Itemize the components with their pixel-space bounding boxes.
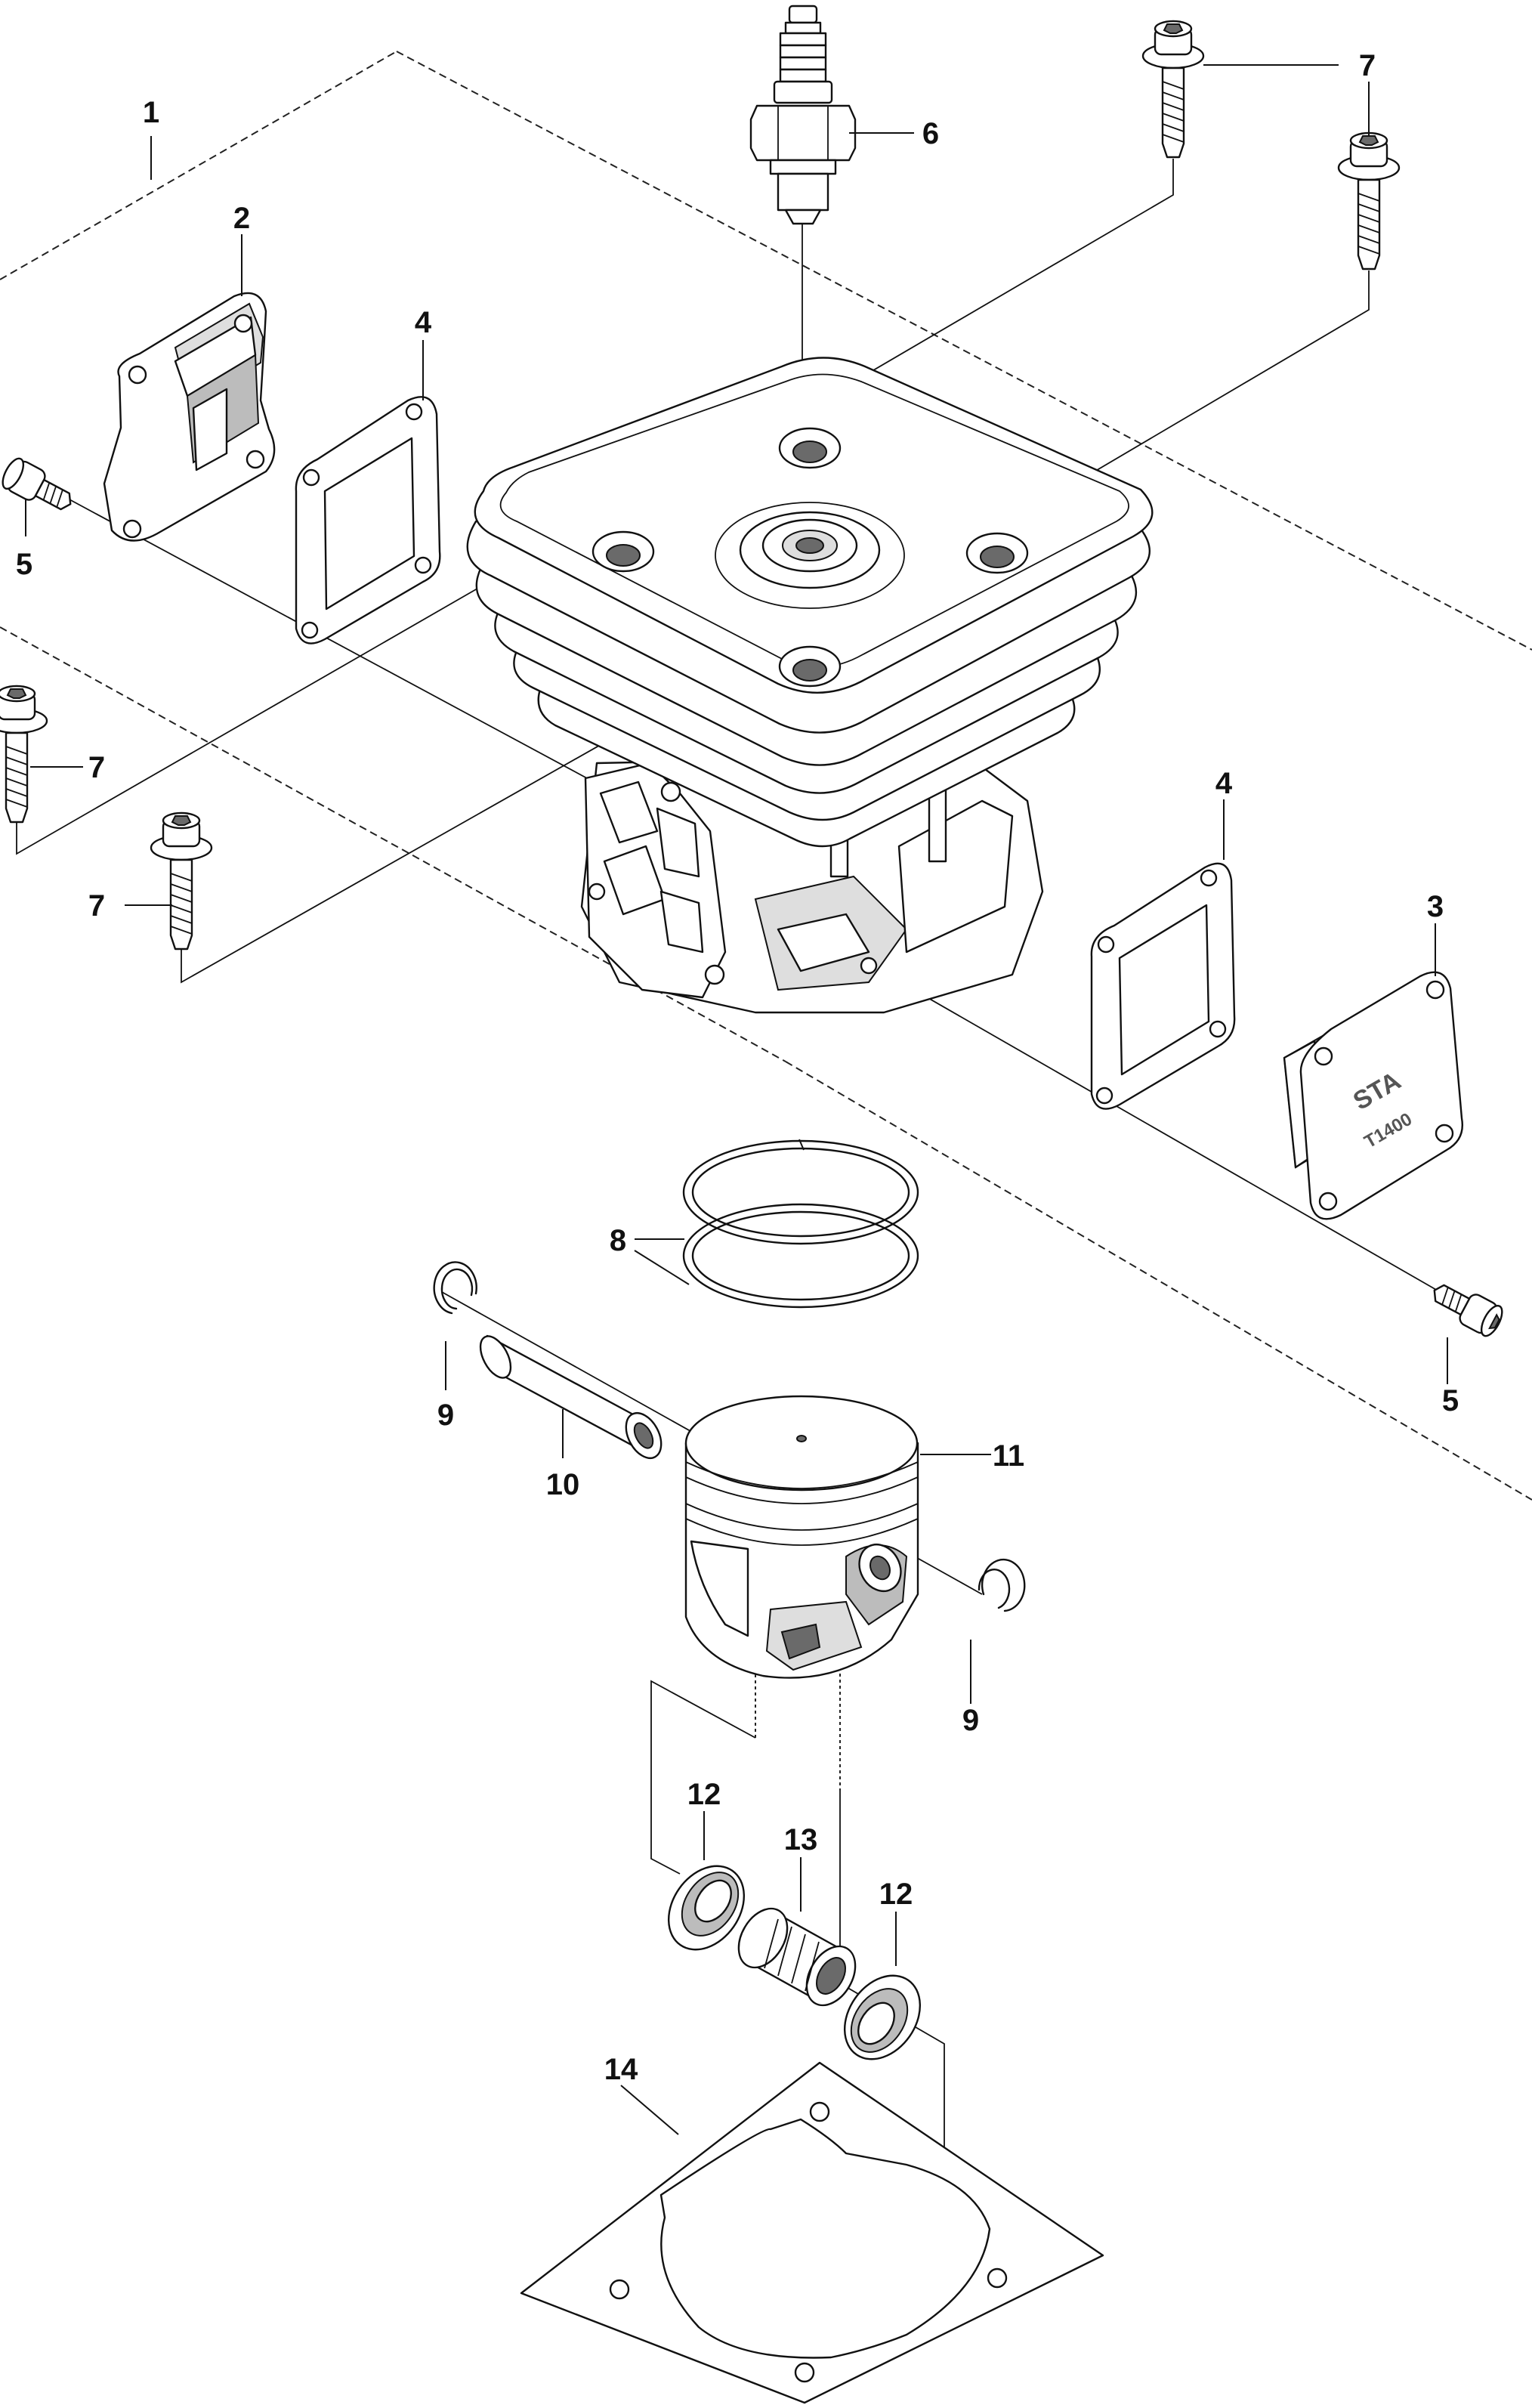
- circlip-left: [433, 1261, 477, 1315]
- callout-4-exhaust: 4: [1215, 767, 1233, 800]
- leader-lines: [25, 64, 1448, 2135]
- short-screw-exhaust: [1433, 1284, 1503, 1337]
- circlip-right: [978, 1558, 1026, 1612]
- callout-5-exhaust: 5: [1442, 1384, 1459, 1417]
- callout-8: 8: [610, 1224, 626, 1257]
- torx-screw-top-center: [1141, 20, 1205, 159]
- callout-10: 10: [546, 1468, 580, 1501]
- torx-screw-top-right: [1337, 131, 1401, 270]
- exhaust-cover: STA T1400: [1283, 971, 1463, 1220]
- piston: [684, 1395, 919, 1679]
- assembly-boundary: [0, 51, 1532, 1501]
- callout-6: 6: [922, 117, 939, 150]
- callout-13: 13: [784, 1823, 818, 1856]
- callout-14: 14: [604, 2053, 638, 2086]
- needle-bearing: [737, 1907, 857, 2007]
- callout-5-intake: 5: [16, 548, 32, 581]
- short-screw-intake: [2, 457, 72, 511]
- callout-7-top-center: 7: [1359, 49, 1376, 82]
- piston-pin: [479, 1334, 663, 1459]
- exhaust-gasket: [1090, 862, 1236, 1110]
- callout-7-left-upper: 7: [88, 751, 105, 784]
- callout-7-left-lower: 7: [88, 889, 105, 923]
- callout-9-right: 9: [962, 1704, 979, 1737]
- intake-cover: [103, 292, 276, 542]
- piston-rings: [682, 1139, 919, 1309]
- callout-4-intake: 4: [415, 306, 432, 339]
- callout-12-lower: 12: [879, 1878, 913, 1911]
- callout-2: 2: [233, 202, 250, 235]
- spark-plug: [749, 5, 857, 225]
- thrust-washer-upper: [667, 1865, 746, 1951]
- base-gasket: [520, 2061, 1104, 2404]
- intake-gasket: [295, 396, 441, 645]
- callout-1: 1: [143, 96, 159, 129]
- callout-9-left: 9: [437, 1399, 454, 1432]
- thrust-washer-lower: [843, 1974, 922, 2060]
- callout-3: 3: [1427, 890, 1444, 923]
- callout-12-upper: 12: [687, 1778, 721, 1811]
- torx-screw-left-upper: [0, 685, 48, 824]
- torx-screw-left-lower: [150, 811, 213, 951]
- callout-11: 11: [993, 1439, 1024, 1473]
- cylinder: [466, 357, 1154, 1014]
- callout-labels: 1 2 3 4 4 5 5 6 7 7 7 7 8 9 9 10 11 12 1…: [16, 49, 1459, 2086]
